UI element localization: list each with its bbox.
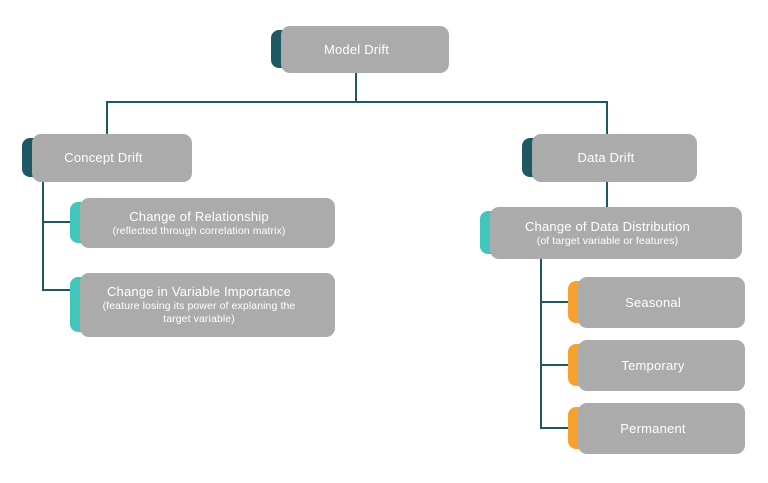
node-permanent-label: Permanent xyxy=(620,420,686,436)
connector-root-stem xyxy=(355,67,357,103)
node-change-in-variable-importance-title: Change in Variable Importance xyxy=(106,284,292,299)
node-change-of-relationship-subtitle: (reflected through correlation matrix) xyxy=(112,224,286,237)
node-change-of-data-distribution: Change of Data Distribution (of target v… xyxy=(480,207,742,259)
node-change-in-variable-importance-subtitle: (feature losing its power of explaning t… xyxy=(102,300,296,325)
node-change-of-data-distribution-title: Change of Data Distribution xyxy=(524,218,691,234)
connector-stub-seasonal xyxy=(540,301,568,303)
node-change-of-relationship-title: Change of Relationship xyxy=(129,208,269,224)
connector-stub-permanent xyxy=(540,427,568,429)
node-temporary-label: Temporary xyxy=(621,357,685,373)
node-permanent: Permanent xyxy=(568,403,745,454)
node-data-drift-label: Data Drift xyxy=(577,150,635,165)
node-concept-drift-label: Concept Drift xyxy=(64,150,143,165)
node-temporary: Temporary xyxy=(568,340,745,391)
connector-concept-drop xyxy=(106,101,108,139)
node-model-drift: Model Drift xyxy=(271,26,449,73)
node-concept-drift: Concept Drift xyxy=(22,134,192,182)
connector-data-stem xyxy=(606,177,608,211)
connector-concept-stem xyxy=(42,177,44,291)
connector-stub-relationship xyxy=(42,221,70,223)
node-seasonal: Seasonal xyxy=(568,277,745,328)
node-change-of-relationship: Change of Relationship (reflected throug… xyxy=(70,198,335,248)
node-model-drift-label: Model Drift xyxy=(323,41,390,57)
node-change-of-data-distribution-subtitle: (of target variable or features) xyxy=(536,234,679,247)
connector-stub-importance xyxy=(42,289,70,291)
node-seasonal-label: Seasonal xyxy=(625,294,681,310)
connector-branch-horizontal xyxy=(106,101,608,103)
node-data-drift: Data Drift xyxy=(522,134,697,182)
connector-stub-temporary xyxy=(540,364,568,366)
connector-distribution-stem xyxy=(540,254,542,429)
connector-data-drop xyxy=(606,101,608,139)
node-change-in-variable-importance: Change in Variable Importance (feature l… xyxy=(70,273,335,337)
